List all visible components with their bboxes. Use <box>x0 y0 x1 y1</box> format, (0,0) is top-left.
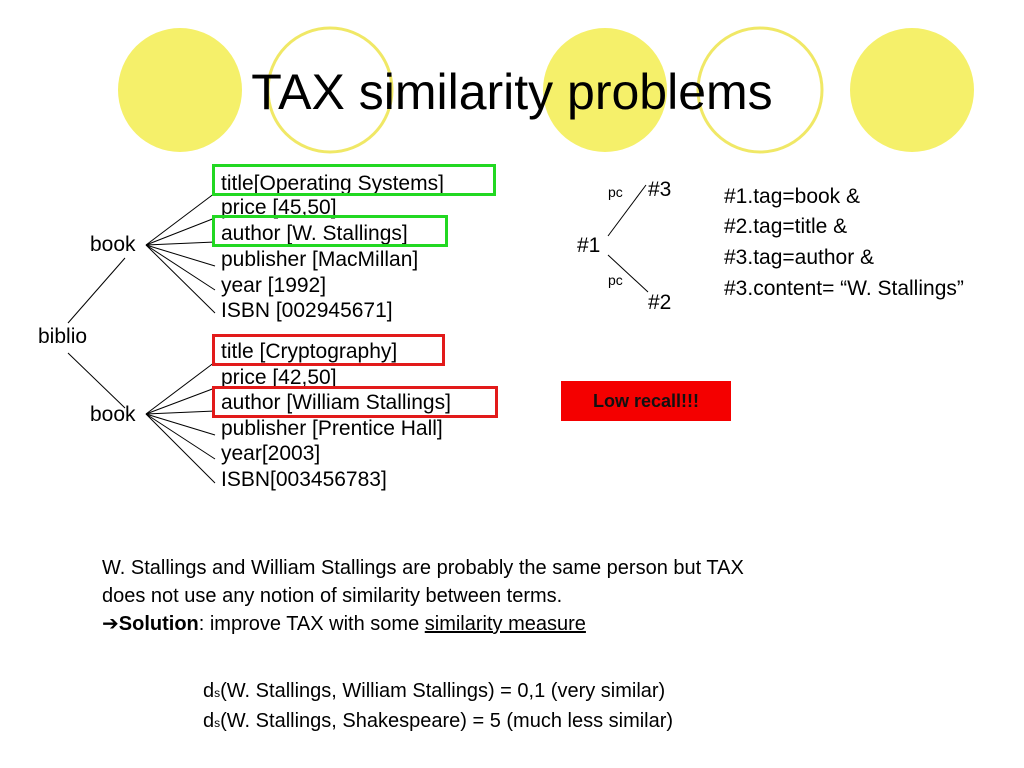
low-recall-badge: Low recall!!! <box>561 381 731 421</box>
edge-biblio-book1 <box>67 257 126 324</box>
tree-book2: book <box>90 403 136 426</box>
condition-1: #1.tag=book & <box>724 185 861 208</box>
formula-1: ds(W. Stallings, William Stallings) = 0,… <box>203 680 666 702</box>
pattern-node-2: #2 <box>648 291 672 314</box>
book1-isbn: ISBN [002945671] <box>221 299 393 322</box>
circle-5 <box>850 28 974 152</box>
book2-isbn: ISBN[003456783] <box>221 468 387 491</box>
solution-label: Solution <box>118 613 199 635</box>
solution-text: : improve TAX with some <box>198 613 425 635</box>
slide-title: TAX similarity problems <box>251 64 773 120</box>
decorative-circles <box>118 26 974 154</box>
circle-4 <box>696 26 824 154</box>
explanation-line-2: does not use any notion of similarity be… <box>102 585 563 607</box>
circle-3 <box>543 28 667 152</box>
book1-author: author [W. Stallings] <box>221 222 408 245</box>
explanation: W. Stallings and William Stallings are p… <box>102 554 1002 638</box>
book2-publisher: publisher [Prentice Hall] <box>221 417 443 440</box>
condition-2: #2.tag=title & <box>724 215 848 238</box>
book1-year: year [1992] <box>221 274 327 297</box>
edge-biblio-book2 <box>67 352 126 409</box>
pattern-edge-label-top: pc <box>608 184 623 200</box>
solution-line: ➔Solution: improve TAX with some similar… <box>102 610 1002 638</box>
circle-2 <box>266 26 394 154</box>
explanation-line-1: W. Stallings and William Stallings are p… <box>102 557 744 579</box>
tree-root-biblio: biblio <box>38 325 88 348</box>
book2-price: price [42,50] <box>221 366 337 389</box>
pattern-node-3: #3 <box>648 178 672 201</box>
book1-price: price [45,50] <box>221 196 337 219</box>
formula-2: ds(W. Stallings, Shakespeare) = 5 (much … <box>203 710 674 732</box>
book2-author: author [William Stallings] <box>221 391 451 414</box>
condition-4: #3.content= “W. Stallings” <box>724 277 964 300</box>
highlight-box-title2 <box>212 334 445 366</box>
book1-publisher: publisher [MacMillan] <box>221 248 419 271</box>
book2-title: title [Cryptography] <box>221 340 398 363</box>
highlight-box-title1 <box>212 164 496 196</box>
book1-title: title[Operating Systems] <box>221 172 444 195</box>
tree-book1: book <box>90 233 136 256</box>
highlight-box-author2 <box>212 386 498 418</box>
book2-year: year[2003] <box>221 442 321 465</box>
condition-3: #3.tag=author & <box>724 246 875 269</box>
similarity-measure-link: similarity measure <box>424 613 586 635</box>
circle-1 <box>118 28 242 152</box>
pattern-edge-label-bottom: pc <box>608 272 623 288</box>
pattern-node-1: #1 <box>577 234 601 257</box>
arrow-icon: ➔ <box>102 613 119 635</box>
highlight-box-author1 <box>212 215 448 247</box>
